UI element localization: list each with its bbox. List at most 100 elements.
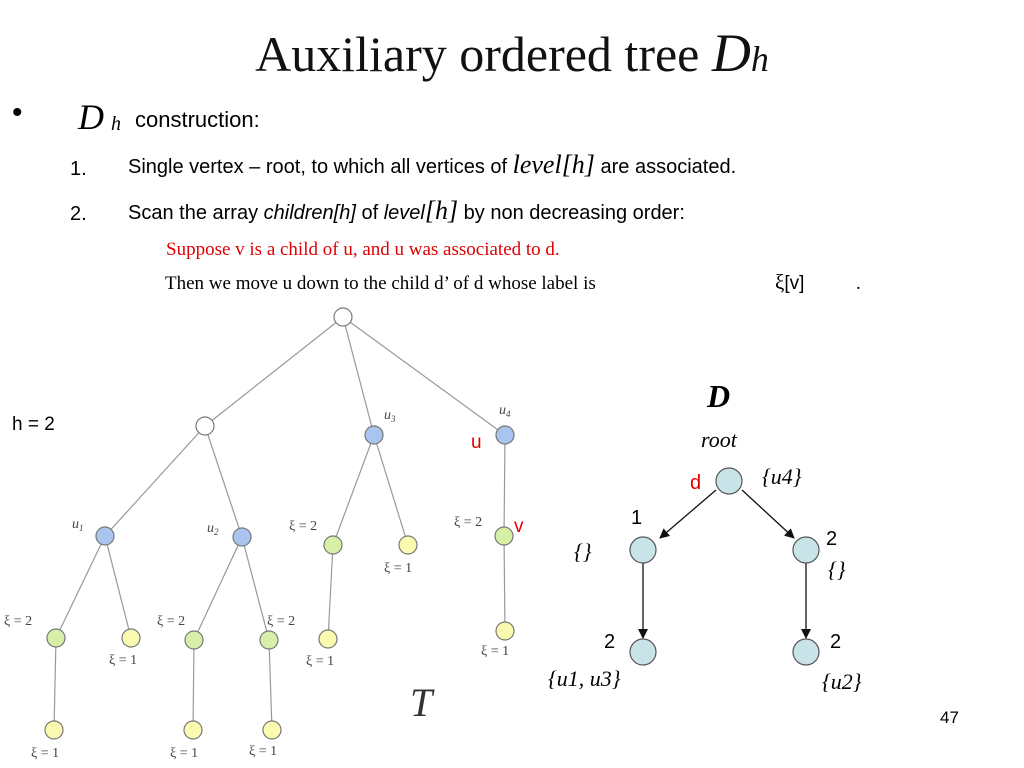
tree-d-d-label: d	[690, 472, 702, 494]
edge	[241, 536, 270, 641]
xi-label: ξ = 2	[289, 519, 317, 534]
edge	[193, 536, 243, 641]
tree-node-u1	[95, 526, 115, 546]
label-u3: u3	[384, 408, 396, 424]
tree-node-yellow	[121, 628, 141, 648]
tree-node-yellow	[318, 629, 338, 649]
edge	[327, 544, 334, 640]
step-1-text: Single vertex – root, to which all verti…	[128, 150, 736, 180]
bullet-h: h	[111, 113, 121, 135]
edge	[268, 639, 273, 731]
tree-d-edge-label-left: 1	[631, 507, 643, 529]
tree-node-v	[494, 526, 514, 546]
note-end: .	[856, 273, 861, 294]
title-text: Auxiliary ordered tree	[255, 26, 700, 82]
edge	[503, 434, 506, 537]
step-2-level-b: [h]	[424, 196, 459, 225]
xi-label: ξ = 1	[109, 653, 137, 668]
step-1-level: level[h]	[512, 150, 595, 179]
title-d: D	[711, 23, 751, 83]
tree-d-title: D	[707, 378, 731, 414]
tree-d-right-set: {}	[828, 557, 846, 582]
edge	[373, 434, 409, 546]
xi-label: ξ = 2	[4, 614, 32, 629]
tree-node-root	[333, 307, 353, 327]
d-edge-left	[659, 489, 717, 539]
step-2-of: of	[355, 202, 384, 224]
tree-node-yellow	[495, 621, 515, 641]
edge	[342, 316, 506, 436]
tree-d-left-leaf-set: {u1, u3}	[548, 666, 621, 691]
note-xi-symbol: ξ	[775, 270, 785, 294]
tree-node-yellow	[183, 720, 203, 740]
tree-d-left-child-edge: 2	[604, 631, 616, 653]
step-1-post: are associated.	[594, 156, 737, 178]
note-xi: ξ[v]	[775, 270, 804, 295]
bullet-marker: •	[12, 96, 23, 129]
tree-node-u2	[232, 527, 252, 547]
d-node-root	[715, 467, 743, 495]
tree-d-nodes	[629, 467, 820, 666]
d-node-right	[792, 536, 820, 564]
step-1-pre: Single vertex – root, to which all verti…	[128, 156, 513, 178]
xi-label: ξ = 2	[454, 515, 482, 530]
step-2-level-a: level	[383, 202, 425, 224]
tree-d-root-label: root	[701, 427, 737, 452]
step-2-children: children[h]	[263, 202, 356, 224]
d-node-left	[629, 536, 657, 564]
tree-t-nodes	[44, 307, 515, 740]
tree-t-name: T	[410, 680, 435, 725]
h-label: h = 2	[12, 414, 55, 435]
tree-node-green	[259, 630, 279, 650]
tree-d-root-set: {u4}	[762, 464, 802, 489]
tree-d-edges	[638, 489, 811, 639]
d-node-right-leaf	[792, 638, 820, 666]
step-2-pre: Scan the array	[128, 202, 264, 224]
edge	[204, 425, 243, 538]
tree-t-edges	[53, 316, 506, 731]
step-1-number: 1.	[70, 158, 87, 180]
label-u4: u4	[499, 403, 511, 419]
edge	[104, 535, 132, 639]
edge	[53, 637, 57, 731]
bullet-text: construction:	[135, 107, 260, 132]
xi-label: ξ = 1	[306, 654, 334, 669]
label-u2: u2	[207, 521, 219, 537]
xi-label: ξ = 1	[249, 744, 277, 759]
edge	[55, 535, 106, 639]
slide-title: Auxiliary ordered tree Dh	[0, 22, 1024, 84]
xi-label: ξ = 1	[481, 644, 509, 659]
xi-label: ξ = 1	[384, 561, 412, 576]
tree-node-u4	[495, 425, 515, 445]
tree-d-right-leaf-set: {u2}	[822, 669, 862, 694]
xi-label: ξ = 2	[267, 614, 295, 629]
page-number: 47	[940, 708, 959, 727]
tree-d-right-child-edge: 2	[830, 631, 842, 653]
tree-node-yellow	[44, 720, 64, 740]
step-2-text: Scan the array children[h] of level[h] b…	[128, 196, 685, 226]
xi-label: ξ = 2	[157, 614, 185, 629]
label-v-red: v	[514, 516, 524, 537]
tree-node-green	[184, 630, 204, 650]
label-u1: u1	[72, 517, 84, 533]
edge	[503, 535, 506, 632]
step-2-number: 2.	[70, 203, 87, 225]
step-2-post: by non decreasing order:	[458, 202, 685, 224]
tree-d-edge-label-right: 2	[826, 528, 838, 550]
note-xi-v: [v]	[784, 273, 805, 294]
tree-node-yellow	[262, 720, 282, 740]
edge	[204, 316, 344, 427]
tree-node-level1	[195, 416, 215, 436]
tree-node-u3	[364, 425, 384, 445]
note-line-1: Suppose v is a child of u, and u was ass…	[166, 239, 560, 260]
xi-label: ξ = 1	[31, 746, 59, 761]
edge	[104, 425, 206, 537]
edge	[192, 639, 195, 731]
xi-label: ξ = 1	[170, 746, 198, 761]
note-line-2: Then we move u down to the child d’ of d…	[165, 273, 596, 294]
title-h: h	[750, 39, 769, 79]
label-u-red: u	[471, 432, 482, 453]
edge	[332, 434, 375, 546]
d-node-left-leaf	[629, 638, 657, 666]
